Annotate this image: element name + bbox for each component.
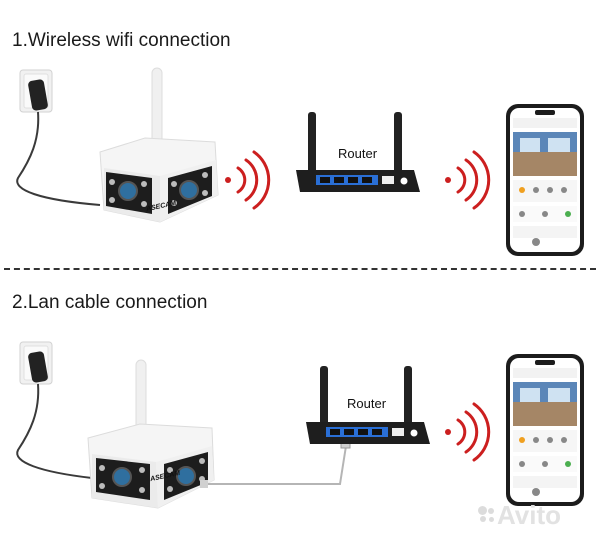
- router-label: Router: [347, 396, 387, 411]
- wifi-signal-icon: [225, 150, 271, 210]
- router-label: Router: [338, 146, 378, 161]
- router-icon: [306, 366, 430, 444]
- camera-icon: [87, 359, 215, 509]
- section-title-lan: 2.Lan cable connection: [12, 292, 208, 313]
- section-divider: [4, 268, 596, 270]
- router-icon: [296, 112, 420, 192]
- smartphone-icon: [506, 354, 584, 506]
- power-adapter-icon: [19, 341, 53, 385]
- power-cable: [16, 383, 93, 479]
- power-cable: [16, 111, 101, 206]
- wifi-signal-icon: [445, 150, 491, 210]
- watermark-logo-icon: [478, 506, 496, 524]
- section-title-wireless: 1.Wireless wifi connection: [12, 30, 231, 51]
- watermark-text: Avito: [497, 500, 562, 530]
- smartphone-icon: [506, 104, 584, 256]
- camera-icon: [99, 67, 219, 223]
- wireless-connection-diagram: [16, 67, 584, 256]
- lan-cable-icon: [200, 437, 351, 488]
- wifi-signal-icon: [445, 402, 491, 462]
- power-adapter-icon: [19, 69, 53, 113]
